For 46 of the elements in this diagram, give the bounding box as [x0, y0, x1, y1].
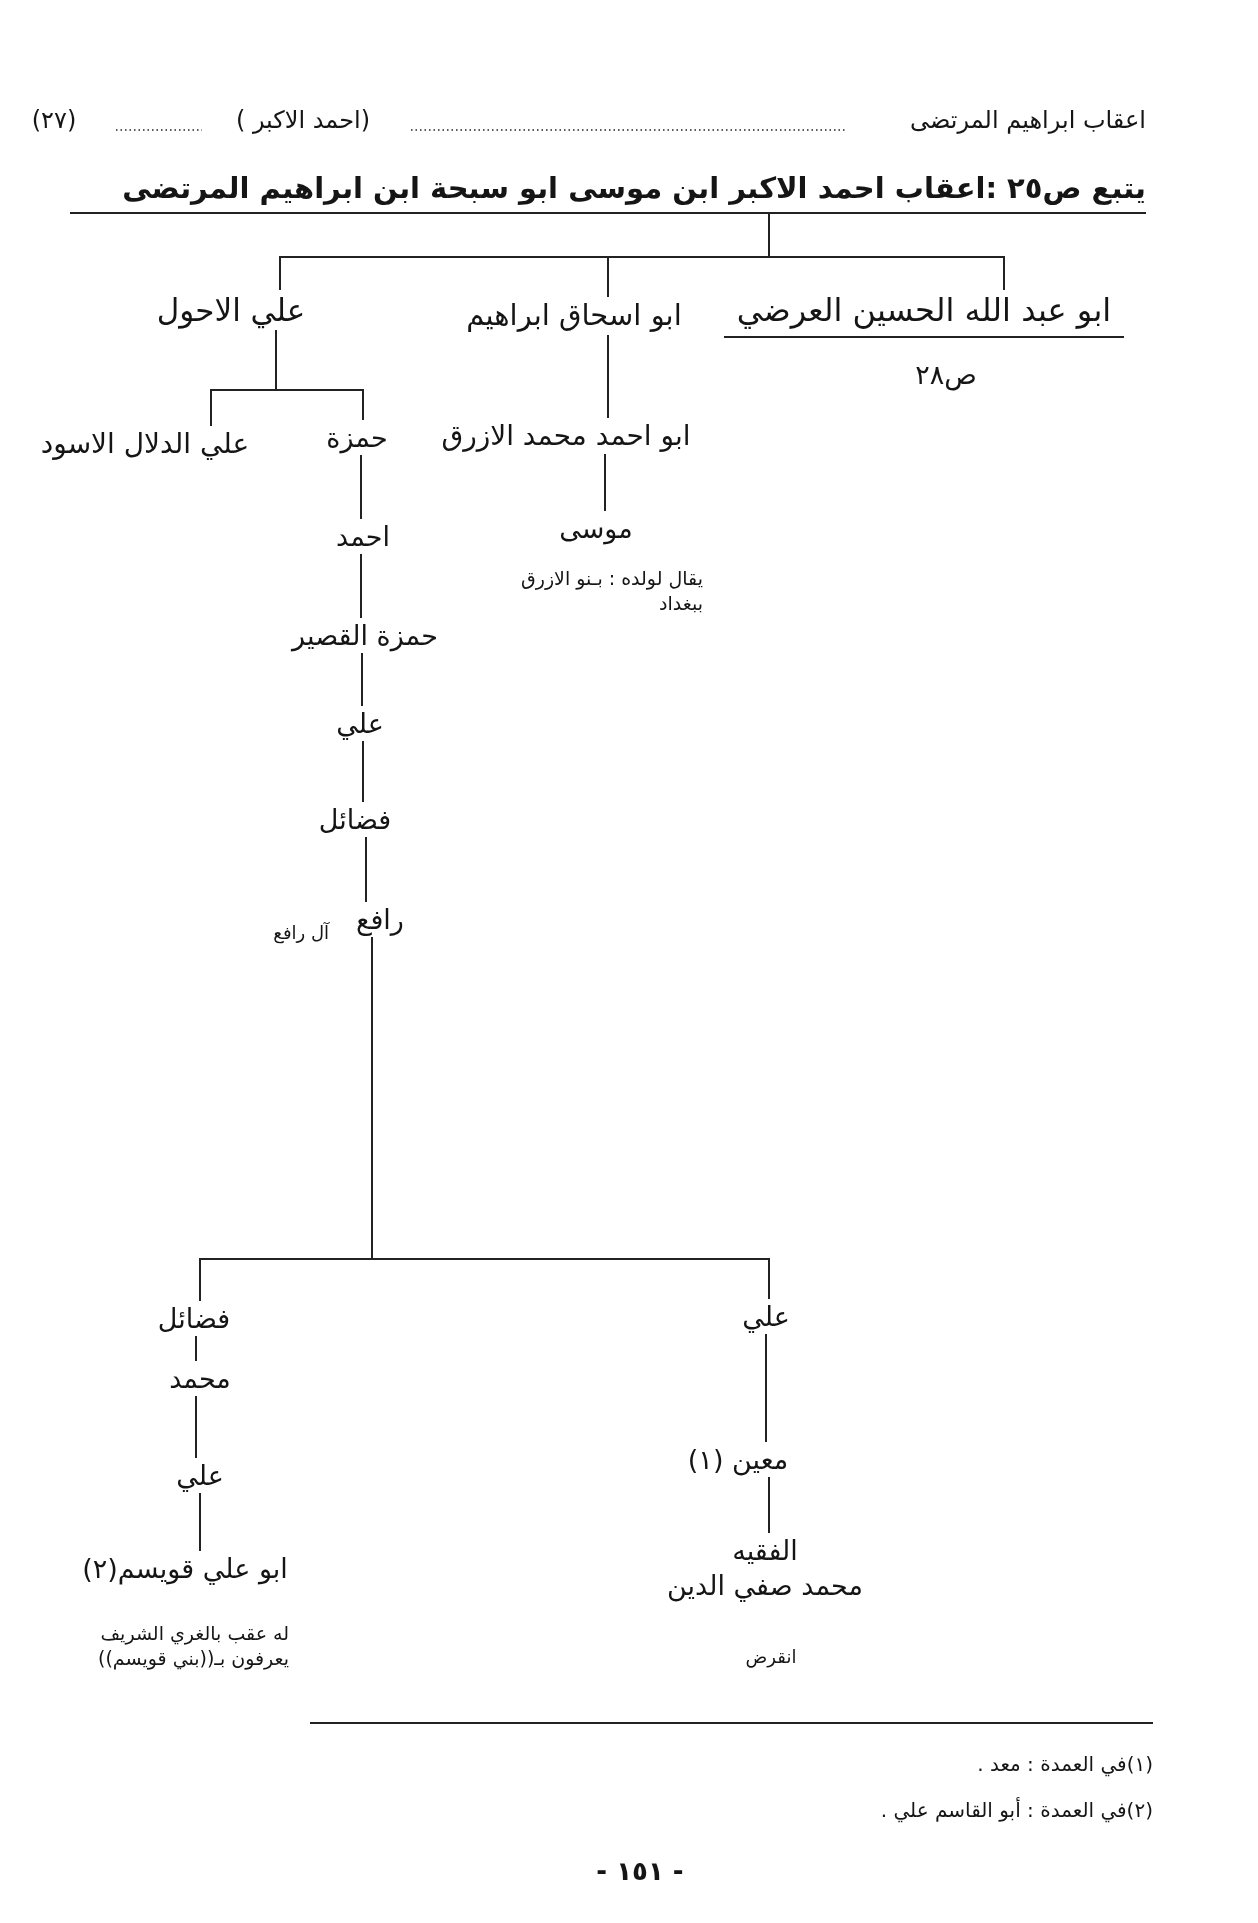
person-name: ابو احمد محمد الازرق: [441, 418, 691, 455]
person-name: رافع: [356, 902, 404, 938]
lineage-heading: يتبع ص٢٥ :اعقاب احمد الاكبر ابن موسى ابو سبحة ابن ابراهيم المرتضى: [70, 170, 1146, 214]
footnote-text: (١)في العمدة : معد .: [977, 1751, 1153, 1777]
person-name: علي الدلال الاسود: [40, 426, 250, 463]
person-name: حمزة القصير: [292, 618, 438, 654]
lineage-line: [195, 1335, 197, 1362]
person-name: علي: [742, 1299, 790, 1335]
person-name: موسى: [559, 511, 633, 547]
lineage-line: [210, 329, 277, 427]
person-name: محمد: [169, 1361, 231, 1397]
lineage-line: [365, 836, 367, 903]
person-name: معين (١): [687, 1442, 789, 1478]
lineage-line: [195, 1395, 197, 1459]
lineage-line: [360, 454, 362, 520]
lineage-line: [768, 1476, 770, 1534]
page-number: - ١٥١ -: [596, 1855, 684, 1888]
header-page-number: (٢٧): [31, 105, 77, 136]
footnote-text: (٢)في العمدة : أبو القاسم علي .: [880, 1797, 1153, 1823]
person-name: فضائل: [318, 802, 392, 838]
page-reference: ص٢٨: [915, 358, 977, 393]
note-text: انقرض: [745, 1645, 797, 1669]
person-name: علي: [176, 1458, 224, 1494]
note-text: له عقب بالغري الشريف يعرفون بـ((بني قويسم)): [98, 1621, 289, 1671]
note-text: آل رافع: [273, 921, 329, 945]
person-name: ابو عبد الله الحسين العرضي: [724, 290, 1124, 338]
person-name: احمد: [336, 519, 390, 555]
lineage-line: [199, 936, 373, 1302]
person-name: علي الاحول: [156, 290, 306, 331]
running-header: اعقاب ابراهيم المرتضى: [910, 105, 1146, 136]
person-name: الفقيه محمد صفي الدين: [667, 1533, 863, 1604]
person-name: ابو اسحاق ابراهيم: [466, 297, 682, 335]
lineage-line: [361, 652, 363, 707]
note-text: يقال لولده : بـنو الازرق ببغداد: [521, 566, 703, 616]
lineage-line: [279, 213, 770, 291]
running-header: (احمد الاكبر ): [235, 105, 371, 136]
lineage-line: [362, 740, 364, 803]
person-name: ابو علي قويسم(٢): [82, 1551, 288, 1587]
lineage-line: [604, 453, 606, 512]
person-name: علي: [336, 706, 384, 742]
lineage-line: [765, 1333, 767, 1443]
person-name: حمزة: [326, 420, 388, 456]
lineage-line: [360, 553, 362, 619]
person-name: فضائل: [157, 1301, 231, 1337]
lineage-line: [607, 334, 609, 419]
lineage-line: [199, 1492, 201, 1552]
